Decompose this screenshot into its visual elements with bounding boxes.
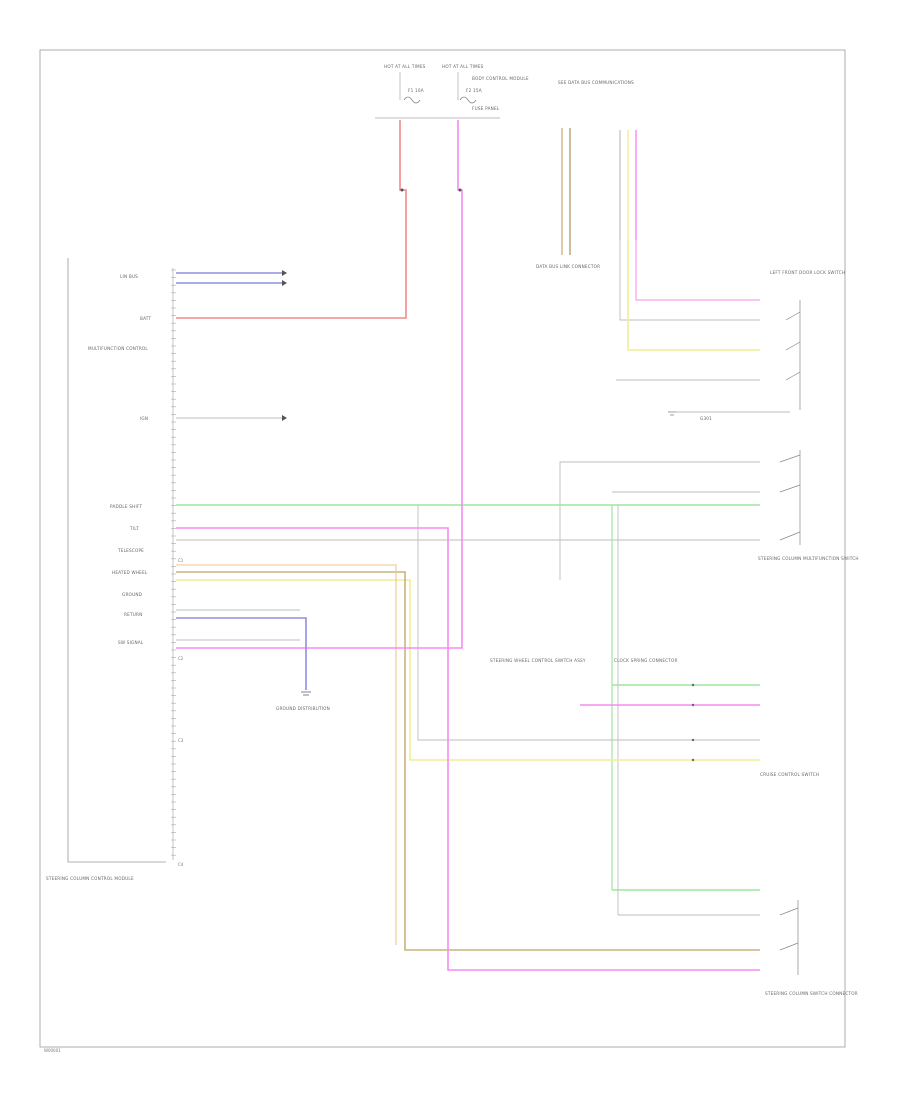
- cruise-switch-label: CRUISE CONTROL SWITCH: [760, 772, 819, 777]
- steering-column-switch-label: STEERING COLUMN MULTIFUNCTION SWITCH: [758, 556, 859, 561]
- fuse-rating-1: F1 10A: [408, 88, 424, 93]
- connector-c4: C4: [178, 862, 184, 867]
- splice-dot-icon: [400, 188, 462, 192]
- steering-column-lower-label: STEERING COLUMN SWITCH CONNECTOR: [765, 991, 858, 996]
- ground-icon: [668, 411, 676, 416]
- door-switch-wire-magenta: [635, 240, 760, 301]
- fuse-box-label: BODY CONTROL MODULE: [472, 76, 529, 81]
- switch-icon: [779, 450, 801, 545]
- connector-c1: C1: [178, 558, 184, 563]
- left-label-5: TILT: [129, 526, 139, 531]
- fuse-box-label-2: FUSE PANEL: [472, 106, 500, 111]
- data-bus-note: SEE DATA BUS COMMUNICATIONS: [558, 80, 634, 85]
- blue-ground-wire: [176, 617, 307, 690]
- ground-distribution-label: GROUND DISTRIBUTION: [276, 706, 330, 711]
- clock-gray-wire: [417, 505, 760, 741]
- connector-arrow-icon: [282, 270, 287, 421]
- left-label-3: GROUND: [122, 592, 142, 597]
- left-label-9: SW SIGNAL: [118, 640, 144, 645]
- fuse-rating-2: F2 15A: [466, 88, 482, 93]
- module-bracket: [67, 258, 166, 863]
- connector-pin-ticks: [171, 269, 176, 856]
- bottom-tan-wire: [176, 571, 760, 951]
- magenta-power-wire: [176, 120, 463, 649]
- left-label-6: TELESCOPE: [117, 548, 144, 553]
- left-front-door-label: LEFT FRONT DOOR LOCK SWITCH: [770, 270, 845, 275]
- bottom-magenta-wire: [176, 527, 760, 971]
- left-label-4: PADDLE SHIFT: [110, 504, 142, 509]
- left-label-7: HEATED WHEEL: [112, 570, 148, 575]
- ground-icon: [301, 691, 311, 696]
- ground-bolt-label: G301: [700, 416, 712, 421]
- switch-icon: [785, 300, 801, 410]
- diagram-frame: [39, 49, 846, 1048]
- left-label-10: IGN: [140, 416, 148, 421]
- door-switch-wire-gray: [619, 240, 760, 321]
- left-label-1: LIN BUS: [120, 274, 138, 279]
- connector-arrow-icon: [691, 683, 695, 762]
- fuse-1-icon: [403, 96, 421, 104]
- left-label-2: BATT: [140, 316, 151, 321]
- fuse-label-1: HOT AT ALL TIMES: [384, 64, 426, 69]
- sub-assy-label: STEERING WHEEL CONTROL SWITCH ASSY: [490, 658, 586, 663]
- connector-c3: C3: [178, 738, 184, 743]
- switch-icon: [779, 900, 799, 975]
- fuse-label-2: HOT AT ALL TIMES: [442, 64, 484, 69]
- clock-yellow-wire: [176, 579, 760, 761]
- module-name-label: STEERING COLUMN CONTROL MODULE: [46, 876, 134, 881]
- col-switch-gray-wire: [559, 461, 760, 580]
- left-label-8: RETURN: [124, 612, 142, 617]
- door-switch-wire-yellow: [627, 240, 760, 351]
- clock-spring-label: CLOCK SPRING CONNECTOR: [614, 658, 678, 663]
- bottom-orange-wire: [176, 564, 397, 945]
- data-bus-wires: [561, 128, 637, 255]
- data-bus-connector-label: DATA BUS LINK CONNECTOR: [536, 264, 600, 269]
- page-reference: W00001: [44, 1048, 61, 1053]
- module-body-label: MULTIFUNCTION CONTROL: [88, 346, 148, 351]
- connector-c2: C2: [178, 656, 184, 661]
- fuse-2-icon: [459, 96, 477, 104]
- red-power-wire: [176, 120, 407, 319]
